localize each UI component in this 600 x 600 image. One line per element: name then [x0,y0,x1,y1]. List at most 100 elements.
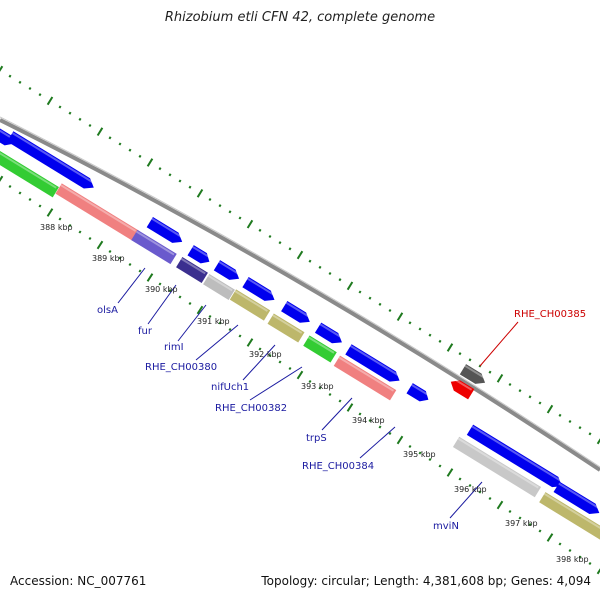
tick-mark [178,179,182,183]
tick-mark [88,123,92,128]
kbp-tick-label: 389 kbp [92,254,125,263]
tick-mark [418,451,422,455]
tick-mark [408,321,412,325]
gene-label-fur[interactable]: fur [138,326,153,337]
genome-backbone-highlight [0,116,600,468]
gene-label-trpS[interactable]: trpS [306,433,327,444]
gene-feature[interactable] [303,335,337,363]
tick-mark [446,343,454,352]
tick-mark [96,240,104,250]
tick-mark [58,105,62,109]
label-leader [249,366,303,401]
gene-feature[interactable] [452,436,542,498]
label-leader [449,481,483,519]
tick-mark [538,401,542,405]
tick-mark [46,208,54,217]
tick-mark [238,334,242,338]
tick-mark [458,352,462,356]
tick-mark [328,271,332,276]
gene-feature[interactable] [55,183,139,241]
gene-feature[interactable] [314,322,345,348]
tick-mark [438,464,442,468]
tick-mark [246,219,254,229]
gene-label-olsA[interactable]: olsA [97,305,118,316]
tick-mark [146,158,154,167]
gene-feature[interactable] [406,383,431,405]
tick-mark [246,338,254,347]
tick-mark [528,522,532,527]
gene-feature[interactable] [131,229,177,265]
tick-mark [68,223,72,228]
gene-feature[interactable] [448,377,475,400]
tick-mark [118,256,122,260]
tick-mark [508,509,512,514]
tick-mark [108,136,112,140]
gene-feature[interactable] [242,277,277,305]
gene-features [0,127,600,540]
gene-label-rimI[interactable]: rimI [164,342,184,353]
gene-feature[interactable] [213,260,242,284]
tick-mark [228,210,232,214]
tick-mark [128,148,132,152]
label-leader [147,284,177,325]
gene-label-mviN[interactable]: mviN [433,521,459,532]
gene-feature[interactable] [7,131,97,192]
gene-feature[interactable] [466,424,565,492]
tick-mark [578,426,582,430]
kbp-tick-label: 392 kbp [249,350,282,359]
tick-mark [196,188,204,198]
tick-mark [418,327,422,331]
gene-feature[interactable] [176,257,208,283]
tick-mark [518,516,522,520]
tick-mark [396,312,404,322]
label-leader [321,397,353,431]
gene-feature[interactable] [333,355,397,401]
label-leader [242,344,276,381]
gene-label-RHE_CH00380[interactable]: RHE_CH00380 [145,362,217,373]
tick-mark [268,234,272,239]
gene-feature[interactable] [146,216,186,247]
gene-label-RHE_CH00384[interactable]: RHE_CH00384 [302,461,374,472]
gene-feature[interactable] [345,344,402,386]
label-leader [195,324,239,361]
tick-mark [88,236,92,241]
tick-mark [588,561,592,566]
gene-feature[interactable] [229,289,271,321]
gene-label-nifUch1[interactable]: nifUch1 [211,382,249,393]
gene-label-RHE_CH00385[interactable]: RHE_CH00385 [514,309,586,320]
tick-mark [46,96,54,106]
kbp-tick-label: 398 kbp [556,555,589,564]
gene-feature[interactable] [267,313,305,343]
gene-feature[interactable] [0,150,59,198]
gene-feature[interactable] [203,274,235,300]
tick-mark [296,370,304,380]
tick-mark [278,241,282,245]
gene-feature[interactable] [459,364,488,388]
gene-feature[interactable] [187,245,212,267]
tick-mark [0,175,4,182]
gene-feature[interactable] [539,492,600,540]
tick-mark [38,204,42,208]
tick-mark [346,281,354,291]
tick-mark [318,265,322,269]
tick-mark [546,404,554,414]
tick-mark [268,353,272,358]
genome-backbone [0,118,600,472]
gene-label-RHE_CH00382[interactable]: RHE_CH00382 [215,403,287,414]
tick-mark [146,273,154,282]
topology-text: Topology: circular; Length: 4,381,608 bp… [261,574,591,588]
tick-mark [508,382,512,387]
tick-mark [278,360,282,364]
tick-mark [296,250,304,260]
gene-label-leaders [117,267,519,519]
tick-mark [18,191,22,195]
tick-mark [28,86,32,91]
gene-feature[interactable] [281,301,313,327]
tick-mark [578,555,582,559]
gene-feature[interactable] [553,481,600,518]
tick-marks-inner [0,175,600,575]
tick-mark [78,230,82,234]
tick-mark [208,197,212,202]
kbp-tick-label: 397 kbp [505,519,538,528]
tick-mark [446,468,454,477]
